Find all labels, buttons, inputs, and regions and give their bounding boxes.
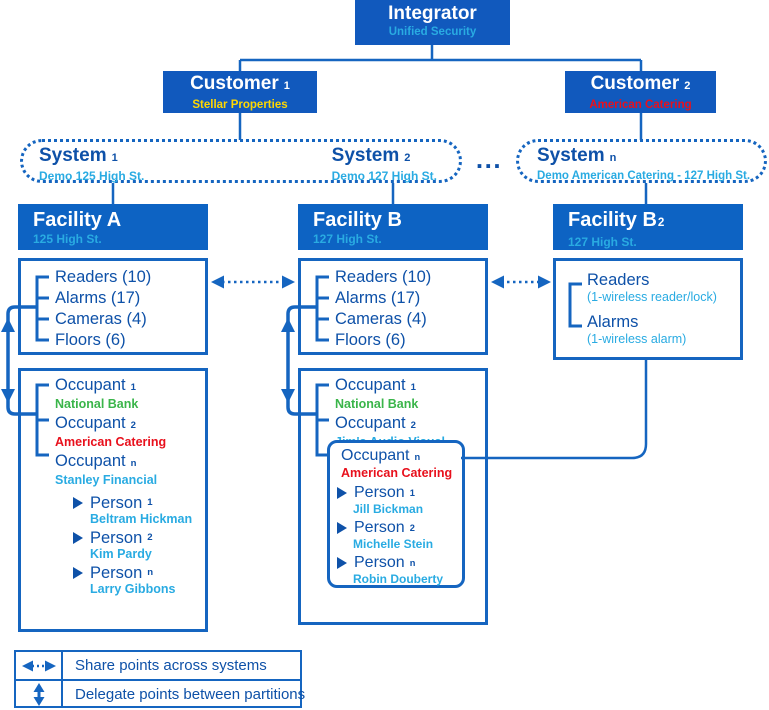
point-note: (1-wireless alarm)	[587, 332, 687, 346]
share-arrow-a-b	[211, 275, 295, 289]
point-item: Readers (10)	[55, 268, 152, 286]
person-bullet-icon	[337, 487, 347, 499]
person-name: Beltram Hickman	[90, 512, 193, 526]
legend-label: Share points across systems	[75, 657, 267, 674]
facility-a-header: Facility A 125 High St.	[18, 204, 208, 250]
facility-b-subtitle: 127 High St.	[313, 232, 382, 246]
legend-row-delegate: Delegate points between partitions	[16, 679, 305, 708]
point-item: Alarms (17)	[335, 289, 421, 307]
point-item: Alarms	[587, 313, 639, 331]
facility-b2-subtitle: 127 High St.	[568, 235, 637, 249]
legend-box: Share points across systems Delegate poi…	[14, 650, 305, 708]
occupant-name: National Bank	[335, 397, 419, 411]
point-item: Cameras (4)	[335, 310, 427, 328]
facility-a-points-box: Readers (10) Alarms (17) Cameras (4) Flo…	[18, 258, 208, 355]
share-arrow-b-b2	[491, 275, 551, 289]
person-name: Larry Gibbons	[90, 582, 176, 596]
occupant-name: American Catering	[341, 466, 453, 480]
point-item: Floors (6)	[55, 331, 126, 349]
integrator-subtitle: Unified Security	[388, 26, 477, 38]
system-2-subtitle: Demo 127 High St.	[331, 169, 437, 183]
occupant-name: American Catering	[55, 435, 167, 449]
person-name: Jill Bickman	[353, 502, 424, 516]
share-arrow-icon	[16, 652, 63, 679]
facility-b2-points-box: Readers (1-wireless reader/lock) Alarms …	[553, 258, 743, 360]
person-bullet-icon	[73, 497, 83, 509]
facility-b2-header: Facility B2 127 High St.	[553, 204, 743, 250]
integrator-box: Integrator Unified Security	[355, 0, 510, 45]
system-n-subtitle: Demo American Catering - 127 High St.	[537, 170, 751, 182]
facility-a-title: Facility A	[33, 209, 122, 231]
b2-to-partition-connector	[461, 359, 648, 460]
legend-row-share: Share points across systems	[16, 652, 300, 679]
customer-2-company: American Catering	[589, 99, 692, 111]
facility-a-subtitle: 125 High St.	[33, 232, 102, 246]
integrator-title: Integrator	[388, 3, 477, 24]
facility-b-points-box: Readers (10) Alarms (17) Cameras (4) Flo…	[298, 258, 488, 355]
facility-b2-title: Facility B2	[568, 209, 665, 231]
person-bullet-icon	[73, 567, 83, 579]
point-item: Readers (10)	[335, 268, 432, 286]
person-bullet-icon	[337, 522, 347, 534]
occupant-name: Stanley Financial	[55, 473, 158, 487]
person-name: Michelle Stein	[353, 537, 434, 551]
person-bullet-icon	[337, 557, 347, 569]
point-item: Floors (6)	[335, 331, 406, 349]
customer-1-company: Stellar Properties	[192, 99, 288, 111]
person-name: Robin Douberty	[353, 572, 443, 586]
person-name: Kim Pardy	[90, 547, 152, 561]
occupant-name: National Bank	[55, 397, 139, 411]
point-item: Cameras (4)	[55, 310, 147, 328]
systems-ellipsis: ...	[475, 144, 503, 174]
point-item: Alarms (17)	[55, 289, 141, 307]
point-note: (1-wireless reader/lock)	[587, 290, 717, 304]
system-1-subtitle: Demo 125 High St.	[39, 169, 145, 183]
delegate-arrow-icon	[16, 681, 63, 708]
facility-b-title: Facility B	[313, 209, 402, 231]
legend-label: Delegate points between partitions	[75, 686, 306, 703]
point-item: Readers	[587, 271, 650, 289]
person-bullet-icon	[73, 532, 83, 544]
facility-b-header: Facility B 127 High St.	[298, 204, 488, 250]
